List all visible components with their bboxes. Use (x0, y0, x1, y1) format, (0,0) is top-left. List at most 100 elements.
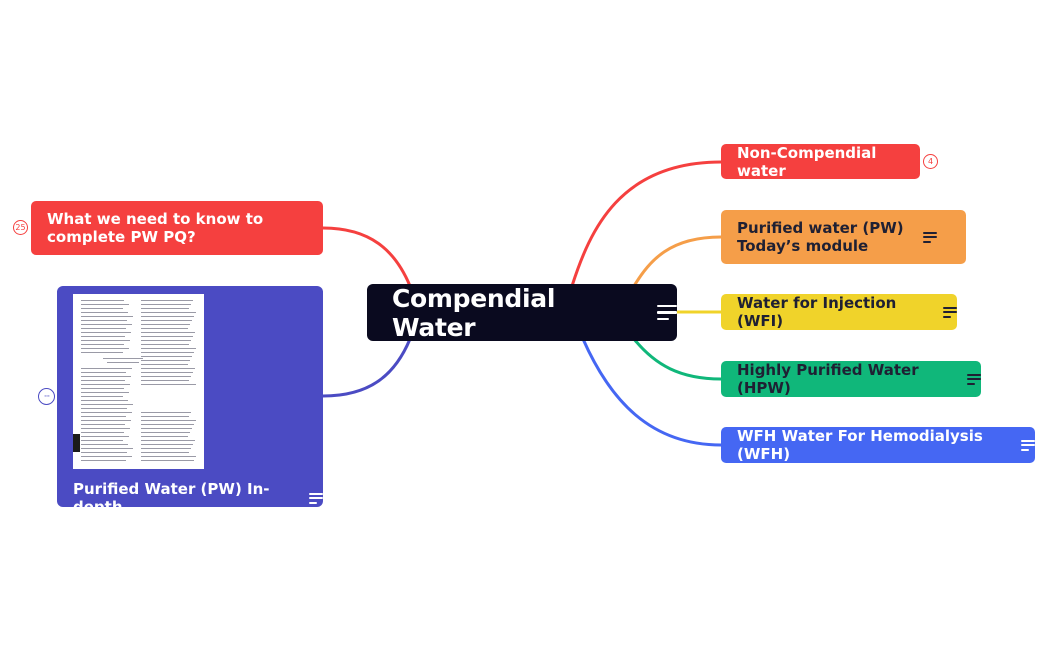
thumbnail-text-line (81, 444, 128, 445)
connector-indepth (322, 338, 412, 398)
topic-non-compendial-water[interactable]: Non-Compendial water (721, 143, 920, 180)
connector-noncomp (570, 160, 722, 287)
thumbnail-text-line (141, 364, 188, 365)
notes-icon[interactable] (943, 306, 957, 318)
thumbnail-text-line (141, 440, 195, 441)
thumbnail-text-line (81, 320, 127, 321)
thumbnail-text-line (141, 324, 190, 325)
thumbnail-text-line (81, 412, 132, 413)
thumbnail-text-line (141, 460, 194, 461)
thumbnail-text-line (81, 396, 123, 397)
central-topic-label: Compendial Water (392, 283, 556, 342)
notes-icon[interactable] (923, 231, 937, 243)
topic-purified-water-in-depth[interactable]: Purified Water (PW) In-depth (57, 286, 323, 516)
topic-label: Non-Compendial water (737, 143, 877, 180)
thumbnail-text-line (81, 448, 133, 449)
topic-pw-pq-requirements[interactable]: What we need to know to complete PW PQ? (31, 201, 323, 255)
topic-caption: Purified Water (PW) In-depth (73, 480, 323, 516)
thumbnail-text-line (81, 440, 123, 441)
thumbnail-text-line (81, 428, 130, 429)
thumbnail-text-line (141, 308, 189, 309)
thumbnail-text-line (81, 316, 133, 317)
thumbnail-text-line (107, 362, 139, 363)
thumbnail-text-line (141, 372, 193, 373)
thumbnail-text-line (81, 312, 128, 313)
thumbnail-text-line (81, 436, 129, 437)
notes-icon[interactable] (967, 373, 981, 385)
thumbnail-text-line (141, 384, 196, 385)
thumbnail-text-line (81, 328, 126, 329)
thumbnail-text-line (141, 300, 193, 301)
thumbnail-text-line (141, 320, 192, 321)
thumbnail-text-line (141, 380, 189, 381)
topic-label-line-1: Purified water (PW) (737, 219, 904, 237)
topic-purified-water[interactable]: Purified water (PW) Today’s module (721, 210, 966, 264)
thumbnail-text-line (81, 392, 129, 393)
thumbnail-text-line (141, 376, 191, 377)
thumbnail-text-line (81, 372, 126, 373)
thumbnail-text-line (141, 452, 189, 453)
thumbnail-text-line (81, 416, 126, 417)
topic-water-for-injection[interactable]: Water for Injection (WFI) (721, 294, 957, 330)
thumbnail-text-line (141, 344, 189, 345)
thumbnail-text-line (81, 384, 130, 385)
thumbnail-text-line (81, 432, 124, 433)
notes-icon[interactable] (1021, 439, 1035, 451)
thumbnail-text-line (81, 424, 125, 425)
thumbnail-text-line (141, 456, 196, 457)
thumbnail-dark-block (73, 434, 80, 452)
topic-highly-purified-water[interactable]: Highly Purified Water (HPW) (721, 361, 981, 397)
more-options-badge[interactable]: ··· (38, 388, 55, 405)
topic-label: Highly Purified Water (HPW) (737, 361, 919, 397)
central-topic[interactable]: Compendial Water (367, 283, 677, 342)
thumbnail-text-line (81, 460, 126, 461)
thumbnail-text-line (81, 380, 125, 381)
topic-label: WFH Water For Hemodialysis (WFH) (737, 427, 983, 463)
connector-pw (632, 235, 722, 287)
thumbnail-text-line (141, 412, 191, 413)
thumbnail-text-line (81, 308, 123, 309)
thumbnail-text-line (141, 356, 192, 357)
thumbnail-text-line (81, 408, 127, 409)
thumbnail-text-line (141, 336, 193, 337)
topic-label-line-2: Today’s module (737, 237, 869, 255)
thumbnail-text-line (81, 452, 127, 453)
thumbnail-text-line (141, 360, 190, 361)
thumbnail-text-line (81, 344, 124, 345)
thumbnail-text-line (81, 456, 132, 457)
thumbnail-text-line (81, 404, 133, 405)
thumbnail-text-line (141, 448, 191, 449)
thumbnail-text-line (81, 368, 132, 369)
topic-label: Purified Water (PW) In-depth (73, 480, 270, 516)
thumbnail-text-line (81, 420, 131, 421)
connector-hpw (632, 338, 722, 381)
thumbnail-text-line (81, 304, 129, 305)
connector-wfh (581, 338, 722, 447)
thumbnail-text-line (81, 400, 128, 401)
thumbnail-text-line (141, 316, 194, 317)
thumbnail-text-line (141, 368, 195, 369)
topic-label: What we need to know to complete PW PQ? (47, 210, 264, 246)
thumbnail-text-line (141, 444, 193, 445)
thumbnail-text-line (141, 436, 188, 437)
thumbnail-text-line (141, 304, 191, 305)
thumbnail-text-line (103, 358, 143, 359)
topic-water-for-hemodialysis[interactable]: WFH Water For Hemodialysis (WFH) (721, 427, 1035, 463)
notes-icon[interactable] (657, 304, 677, 321)
thumbnail-text-line (81, 348, 129, 349)
thumbnail-text-line (81, 300, 124, 301)
notes-icon[interactable] (309, 492, 323, 504)
thumbnail-text-line (141, 348, 196, 349)
thumbnail-text-line (141, 416, 189, 417)
thumbnail-text-line (141, 340, 191, 341)
collapsed-count-badge[interactable]: 25 (13, 220, 28, 235)
thumbnail-text-line (141, 332, 195, 333)
thumbnail-text-line (81, 340, 130, 341)
document-thumbnail-image (73, 294, 204, 469)
thumbnail-text-line (81, 388, 124, 389)
topic-label: Purified water (PW) Today’s module (737, 219, 907, 255)
collapsed-count-badge[interactable]: 4 (923, 154, 938, 169)
thumbnail-text-line (141, 432, 190, 433)
